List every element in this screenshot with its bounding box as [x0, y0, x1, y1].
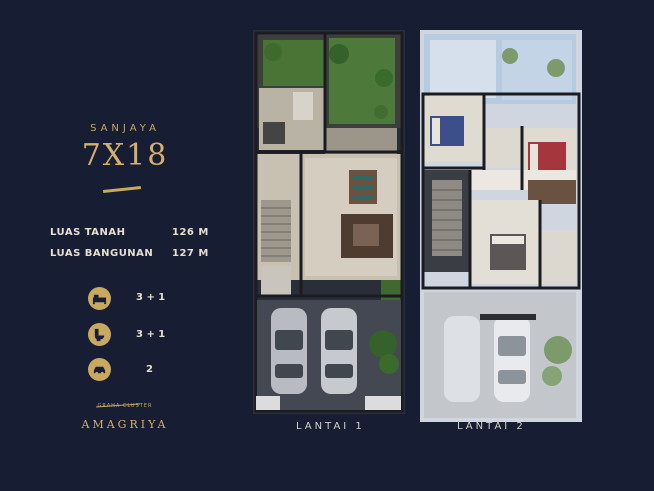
car-left [271, 308, 307, 394]
brand-tagline: GRAHA CLUSTER [97, 403, 153, 409]
floor1-plan [253, 30, 405, 414]
title-divider [102, 186, 142, 193]
carport-count: 2 [146, 364, 153, 375]
building-area-value: 127 M [172, 248, 209, 259]
project-subtitle: SANJAYA [90, 123, 160, 134]
floor1-label: LANTAI 1 [296, 421, 365, 432]
bedroom-count: 3 + 1 [136, 292, 166, 303]
project-title: 7X18 [81, 138, 169, 173]
bathroom-count: 3 + 1 [136, 329, 166, 340]
floor2-plan [420, 30, 582, 422]
land-area-label: LUAS TANAH [50, 227, 126, 238]
building-area-label: LUAS BANGUNAN [50, 248, 154, 259]
car-icon [88, 358, 111, 381]
brand-logo-text: AMAGRIYA [81, 418, 169, 431]
floor2-label: LANTAI 2 [457, 421, 526, 432]
info-panel: SANJAYA 7X18 LUAS TANAH 126 M LUAS BANGU… [0, 0, 250, 491]
toilet-icon [88, 323, 111, 346]
bed-icon [88, 287, 111, 310]
land-area-value: 126 M [172, 227, 209, 238]
car-right [321, 308, 357, 394]
